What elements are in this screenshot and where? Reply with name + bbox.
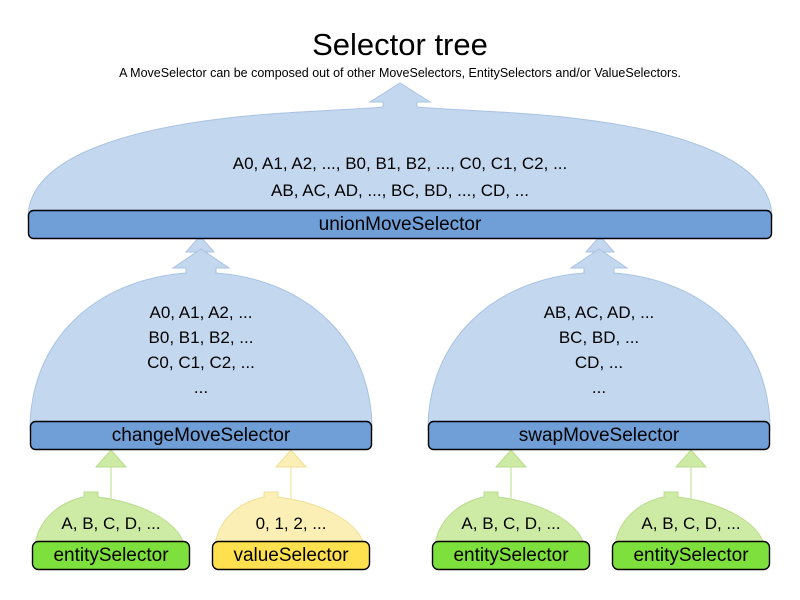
entity-change-label-bar[interactable] xyxy=(31,540,191,571)
value-change-label[interactable]: valueSelector xyxy=(233,545,349,566)
entity-swap-left-contents: A, B, C, D, ... xyxy=(461,514,561,533)
swap-label-bar[interactable] xyxy=(427,420,771,451)
union-bubble-shape xyxy=(27,82,773,219)
entity-swap-right-label-bar[interactable] xyxy=(611,540,771,571)
union-label[interactable]: unionMoveSelector xyxy=(318,214,482,235)
swap-bubble-shape xyxy=(427,248,771,431)
value-change-label-bar[interactable] xyxy=(211,540,371,571)
entity-swap-right-bubble-shape xyxy=(613,491,767,557)
entity-swap-left-label[interactable]: entitySelector xyxy=(453,545,569,566)
entity-change-label[interactable]: entitySelector xyxy=(53,545,169,566)
entity-change-bubble-shape xyxy=(33,491,187,557)
change-label[interactable]: changeMoveSelector xyxy=(111,425,291,446)
change-contents: A0, A1, A2, ... B0, B1, B2, ... C0, C1, … xyxy=(147,303,255,397)
entity-change-contents: A, B, C, D, ... xyxy=(61,514,161,533)
up-arrow-value-to-change xyxy=(274,449,308,505)
entity-swap-right-contents: A, B, C, D, ... xyxy=(641,514,741,533)
up-arrow-entity-to-swap-right xyxy=(674,449,708,505)
change-label-bar[interactable] xyxy=(29,420,373,451)
up-arrow-entity-to-change xyxy=(94,449,128,505)
value-change-contents: 0, 1, 2, ... xyxy=(255,514,327,533)
entity-swap-left-label-bar[interactable] xyxy=(431,540,591,571)
union-label-bar[interactable] xyxy=(27,209,773,240)
entity-swap-left-bubble-shape xyxy=(433,491,587,557)
union-contents: A0, A1, A2, ..., B0, B1, B2, ..., C0, C1… xyxy=(232,154,568,200)
entity-swap-right-label[interactable]: entitySelector xyxy=(633,545,749,566)
value-change-bubble-shape xyxy=(213,491,367,557)
page-subtitle: A MoveSelector can be composed out of ot… xyxy=(119,66,681,80)
change-bubble-shape xyxy=(29,248,373,431)
swap-label[interactable]: swapMoveSelector xyxy=(518,425,680,446)
up-arrow-entity-to-swap-left xyxy=(494,449,528,505)
page-title: Selector tree xyxy=(312,27,488,62)
swap-contents: AB, AC, AD, ... BC, BD, ... CD, ... ... xyxy=(543,303,655,397)
